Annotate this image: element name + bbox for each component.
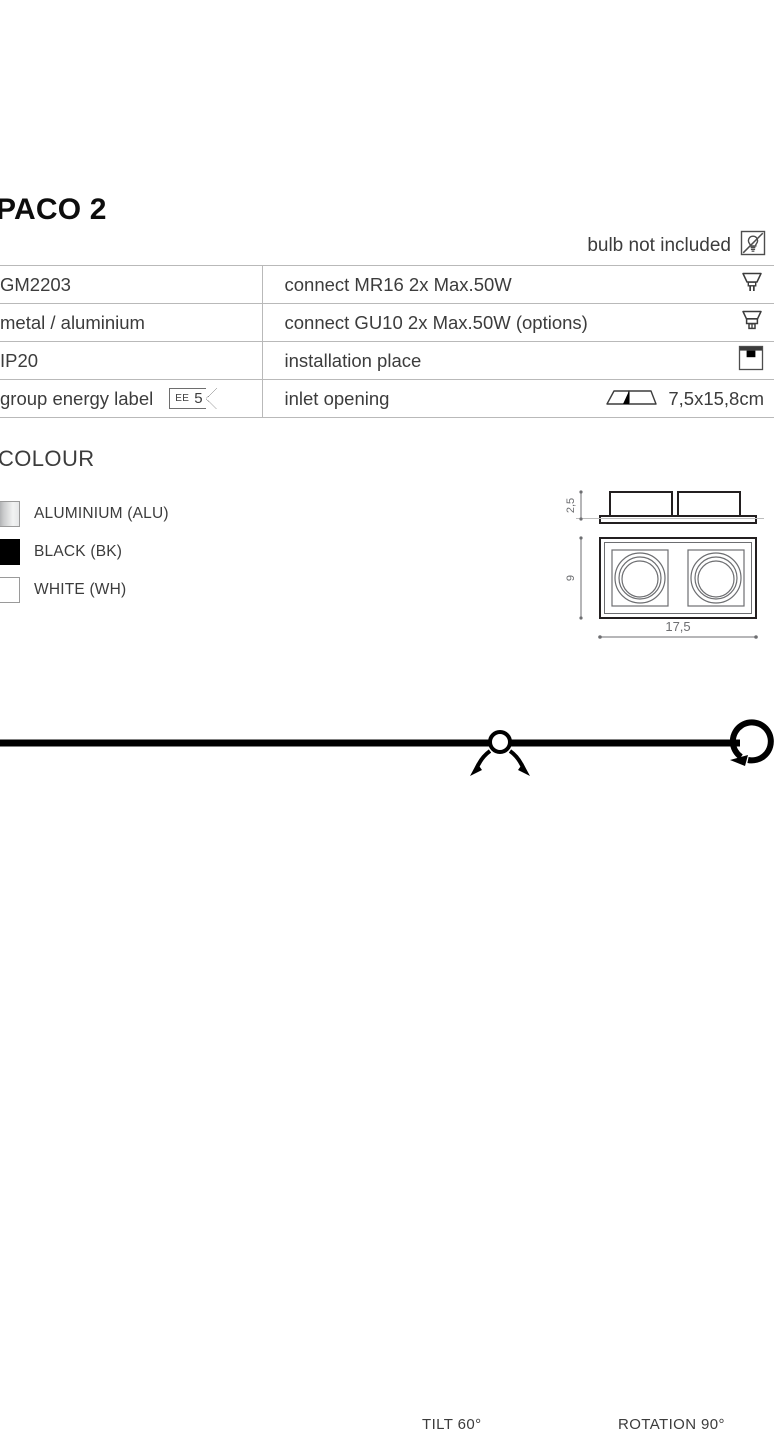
installation-place-label: installation place (284, 349, 422, 371)
connect-mr16-label: connect MR16 2x Max.50W (284, 273, 512, 295)
list-item[interactable]: WHITE (WH) (0, 571, 169, 609)
list-item[interactable]: ALUMINIUM (ALU) (0, 495, 169, 533)
energy-label-badge: EE 5 (169, 388, 217, 409)
inlet-opening-value: 7,5x15,8cm (668, 387, 764, 409)
colour-section-heading: COLOUR (0, 446, 95, 471)
table-row: metal / aluminium connect GU10 2x Max.50… (0, 303, 774, 342)
energy-label-text: group energy label (0, 387, 154, 409)
spec-right-cell: inlet opening 7,5x15,8cm (262, 379, 774, 418)
technical-drawing: 2,5 9 17,5 (552, 478, 774, 648)
energy-label-prefix: EE (175, 393, 190, 404)
specifications-table: GM2203 connect MR16 2x Max.50W (0, 265, 774, 418)
table-row: group energy label EE 5 inlet opening (0, 379, 774, 418)
rotation-arrow-icon (729, 719, 774, 766)
colour-label-aluminium: ALUMINIUM (ALU) (34, 505, 169, 522)
dimension-depth-label: 9 (565, 575, 577, 581)
tilt-pivot-icon (488, 730, 512, 754)
colour-swatch-white (0, 577, 20, 603)
mr16-lamp-icon (740, 269, 764, 300)
material-label: metal / aluminium (0, 311, 145, 333)
colour-swatch-black (0, 539, 20, 565)
inlet-opening-icon (604, 385, 660, 412)
product-code-label: GM2203 (0, 273, 71, 295)
bulb-not-included-icon (740, 230, 766, 261)
ceiling-installation-icon (738, 345, 764, 376)
bulb-not-included-label: bulb not included (587, 234, 731, 256)
spec-left-cell: IP20 (0, 341, 263, 380)
colour-label-white: WHITE (WH) (34, 581, 127, 598)
dimension-width-label: 17,5 (665, 619, 690, 634)
spec-left-cell: GM2203 (0, 265, 263, 304)
motion-indicator-bar: TILT 60° ROTATION 90° (0, 700, 774, 1433)
bulb-not-included-note: bulb not included (587, 230, 766, 261)
energy-label-value: 5 (194, 390, 203, 407)
spec-right-cell: installation place (262, 341, 774, 380)
ip-rating-label: IP20 (0, 349, 39, 371)
page-title: PACO 2 (0, 193, 107, 226)
colour-swatch-aluminium (0, 501, 20, 527)
spec-right-cell: connect MR16 2x Max.50W (262, 265, 774, 304)
list-item[interactable]: BLACK (BK) (0, 533, 169, 571)
table-row: IP20 installation place (0, 341, 774, 380)
energy-label-arrow-icon (205, 388, 217, 409)
rotation-label: ROTATION 90° (618, 1416, 725, 1433)
colour-swatch-list: ALUMINIUM (ALU) BLACK (BK) WHITE (WH) (0, 495, 169, 609)
table-row: GM2203 connect MR16 2x Max.50W (0, 265, 774, 304)
inlet-opening-label: inlet opening (284, 387, 390, 409)
tilt-label: TILT 60° (422, 1416, 482, 1433)
spec-left-cell: group energy label EE 5 (0, 379, 263, 418)
dimension-height-label: 2,5 (565, 498, 577, 513)
gu10-lamp-icon (740, 307, 764, 338)
connect-gu10-label: connect GU10 2x Max.50W (options) (284, 311, 588, 333)
colour-label-black: BLACK (BK) (34, 543, 123, 560)
spec-right-cell: connect GU10 2x Max.50W (options) (262, 303, 774, 342)
spec-left-cell: metal / aluminium (0, 303, 263, 342)
